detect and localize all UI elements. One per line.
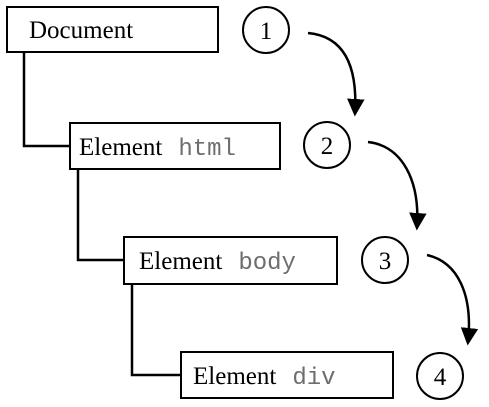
node-element-html-box bbox=[69, 122, 281, 170]
node-element-div-label: Element bbox=[193, 363, 276, 390]
node-element-html-code: html bbox=[178, 136, 236, 163]
connector-html-body bbox=[76, 168, 124, 262]
node-element-html: Element html bbox=[69, 122, 281, 170]
step-4-circle bbox=[416, 352, 464, 400]
node-element-div: Element div bbox=[180, 351, 394, 399]
step-2: 2 bbox=[303, 121, 351, 169]
step-1-circle bbox=[242, 6, 290, 54]
svg-text:Element body: Element body bbox=[139, 248, 296, 277]
arrow-step-1-to-2 bbox=[307, 31, 365, 117]
step-3-circle bbox=[361, 236, 409, 284]
node-element-body-code: body bbox=[238, 250, 296, 277]
arrow-step-3-to-4 bbox=[426, 253, 479, 346]
step-3: 3 bbox=[361, 236, 409, 284]
step-4: 4 bbox=[416, 352, 464, 400]
node-document-box bbox=[6, 6, 219, 53]
step-1: 1 bbox=[242, 6, 290, 54]
node-element-body-label: Element bbox=[139, 248, 222, 275]
connector-document-html bbox=[22, 52, 70, 148]
node-element-html-label: Element bbox=[79, 134, 162, 161]
step-arrows bbox=[307, 31, 479, 346]
svg-text:Document: Document bbox=[29, 17, 133, 44]
svg-text:Element html: Element html bbox=[79, 134, 236, 163]
step-1-number: 1 bbox=[260, 18, 273, 45]
step-3-number: 3 bbox=[379, 248, 392, 275]
step-4-number: 4 bbox=[434, 364, 447, 391]
node-document-label: Document bbox=[29, 17, 133, 44]
arrow-step-2-to-3 bbox=[367, 140, 427, 231]
node-element-div-box bbox=[180, 351, 394, 399]
node-element-div-code: div bbox=[292, 365, 335, 392]
step-2-number: 2 bbox=[321, 133, 334, 160]
connector-body-div bbox=[130, 283, 181, 377]
svg-text:Element div: Element div bbox=[193, 363, 336, 392]
tree-connectors bbox=[22, 52, 181, 377]
node-element-body-box bbox=[123, 236, 338, 285]
step-2-circle bbox=[303, 121, 351, 169]
node-element-body: Element body bbox=[123, 236, 338, 285]
node-document: Document bbox=[6, 6, 219, 53]
